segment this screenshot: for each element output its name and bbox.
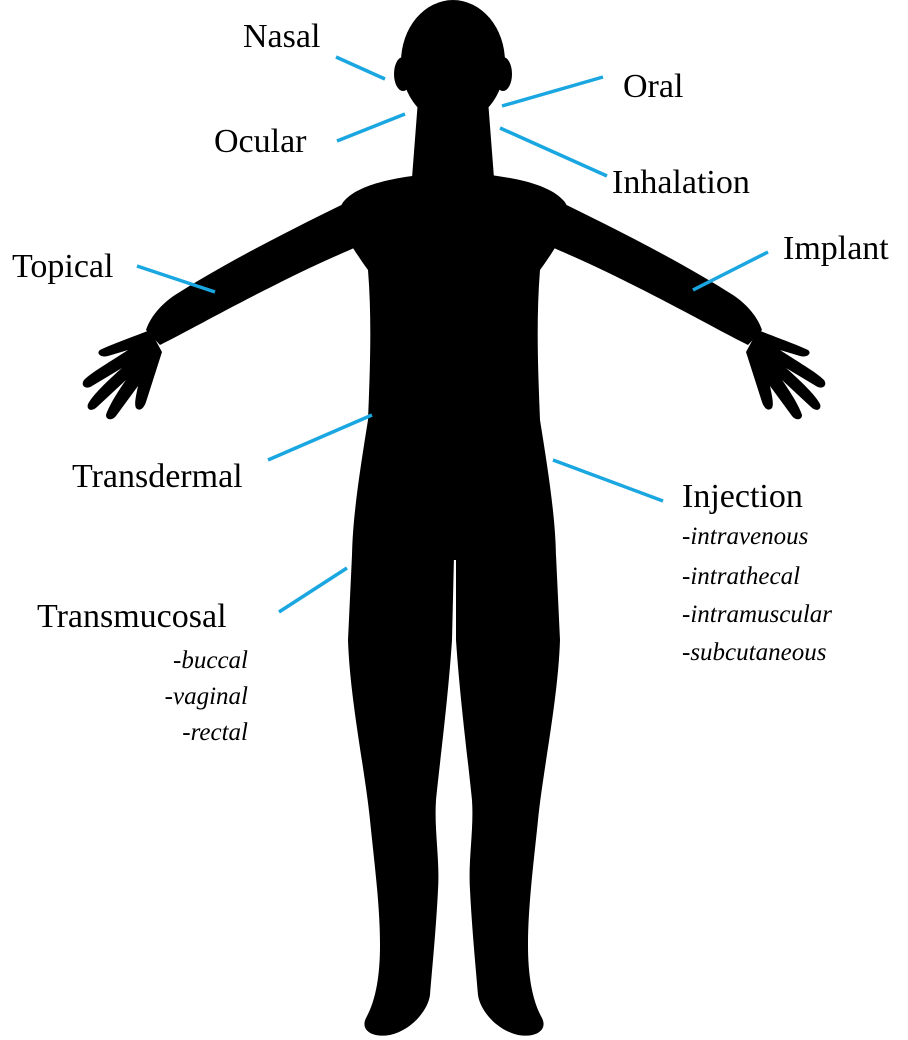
transdermal-label: Transdermal — [72, 460, 243, 494]
injection-subtype-intramuscular: -intramuscular — [682, 602, 832, 627]
nasal-leader-line — [336, 57, 385, 79]
transmucosal-leader-line — [279, 568, 347, 612]
nasal-label: Nasal — [243, 20, 320, 54]
injection-subtype-intravenous: -intravenous — [682, 524, 808, 549]
inhalation-leader-line — [500, 128, 607, 176]
inhalation-label: Inhalation — [612, 166, 750, 200]
transmucosal-label: Transmucosal — [37, 600, 227, 634]
transmucosal-subtype-vaginal: -vaginal — [165, 684, 248, 709]
oral-leader-line — [502, 77, 603, 106]
implant-leader-line — [693, 252, 768, 290]
oral-label: Oral — [623, 70, 683, 104]
transmucosal-subtype-rectal: -rectal — [182, 720, 248, 745]
transdermal-leader-line — [268, 415, 372, 460]
topical-label: Topical — [12, 250, 113, 284]
human-silhouette — [83, 0, 826, 1036]
ocular-label: Ocular — [214, 125, 307, 159]
injection-leader-line — [553, 460, 663, 501]
injection-label: Injection — [682, 480, 803, 514]
transmucosal-subtype-buccal: -buccal — [173, 648, 248, 673]
implant-label: Implant — [783, 232, 889, 266]
injection-subtype-subcutaneous: -subcutaneous — [682, 640, 826, 665]
ocular-leader-line — [337, 114, 405, 141]
injection-subtype-intrathecal: -intrathecal — [682, 564, 800, 589]
